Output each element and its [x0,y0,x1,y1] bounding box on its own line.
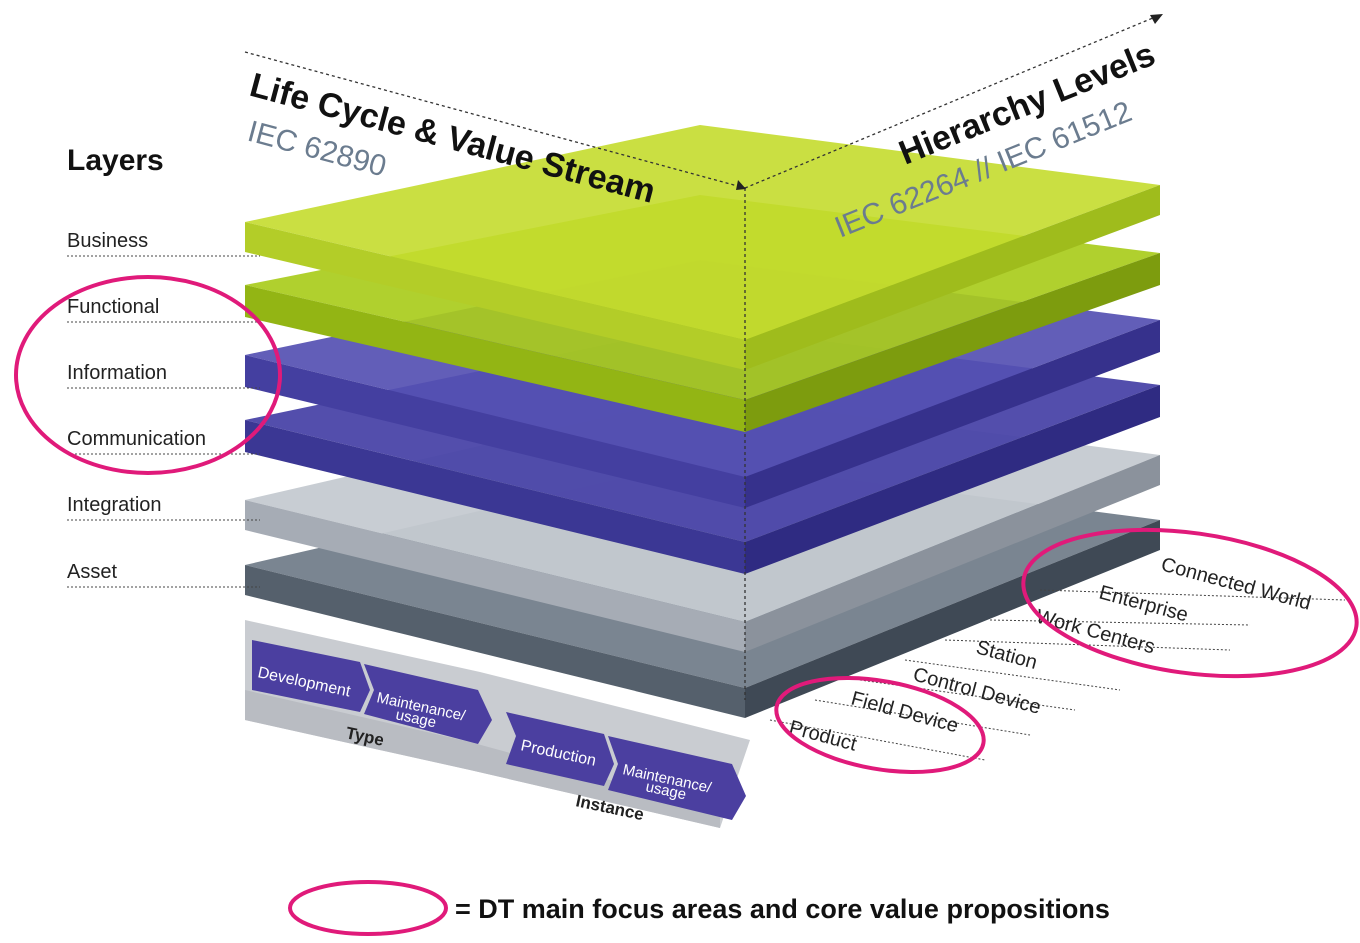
focus-highlights [14,275,1359,775]
hierarchy-axis-arrowhead [1150,14,1163,24]
layer-label-functional: Functional [67,296,159,318]
lifecycle-instance-group: Production Maintenance/ usage Instance [506,712,746,824]
development-arrow [252,640,370,712]
layer-label-asset: Asset [67,561,117,583]
highlight-layers [14,275,282,475]
layer-label-communication: Communication [67,428,206,450]
legend-highlight-symbol [288,880,448,936]
layer-labels: Business Functional Information Communic… [67,230,206,583]
axis-lines [244,14,1161,700]
legend-text: = DT main focus areas and core value pro… [455,894,1110,924]
layer-label-business: Business [67,230,148,252]
hierarchy-level-field-device: Field Device [849,688,961,738]
hierarchy-level-product: Product [787,717,860,756]
layer-label-information: Information [67,362,167,384]
highlight-hierarchy-top [1021,527,1359,679]
hierarchy-level-enterprise: Enterprise [1097,582,1191,627]
lifecycle-axis-arrowhead [736,180,746,190]
legend: = DT main focus areas and core value pro… [288,880,1110,936]
layers-heading: Layers [67,144,164,177]
production-arrow [506,712,614,786]
layer-slab-business [245,125,1160,370]
layer-label-integration: Integration [67,494,162,516]
highlight-hierarchy-bottom [774,675,986,775]
maintenance-usage-type-arrow [364,664,492,744]
maintenance-usage-instance-arrow [608,736,746,820]
